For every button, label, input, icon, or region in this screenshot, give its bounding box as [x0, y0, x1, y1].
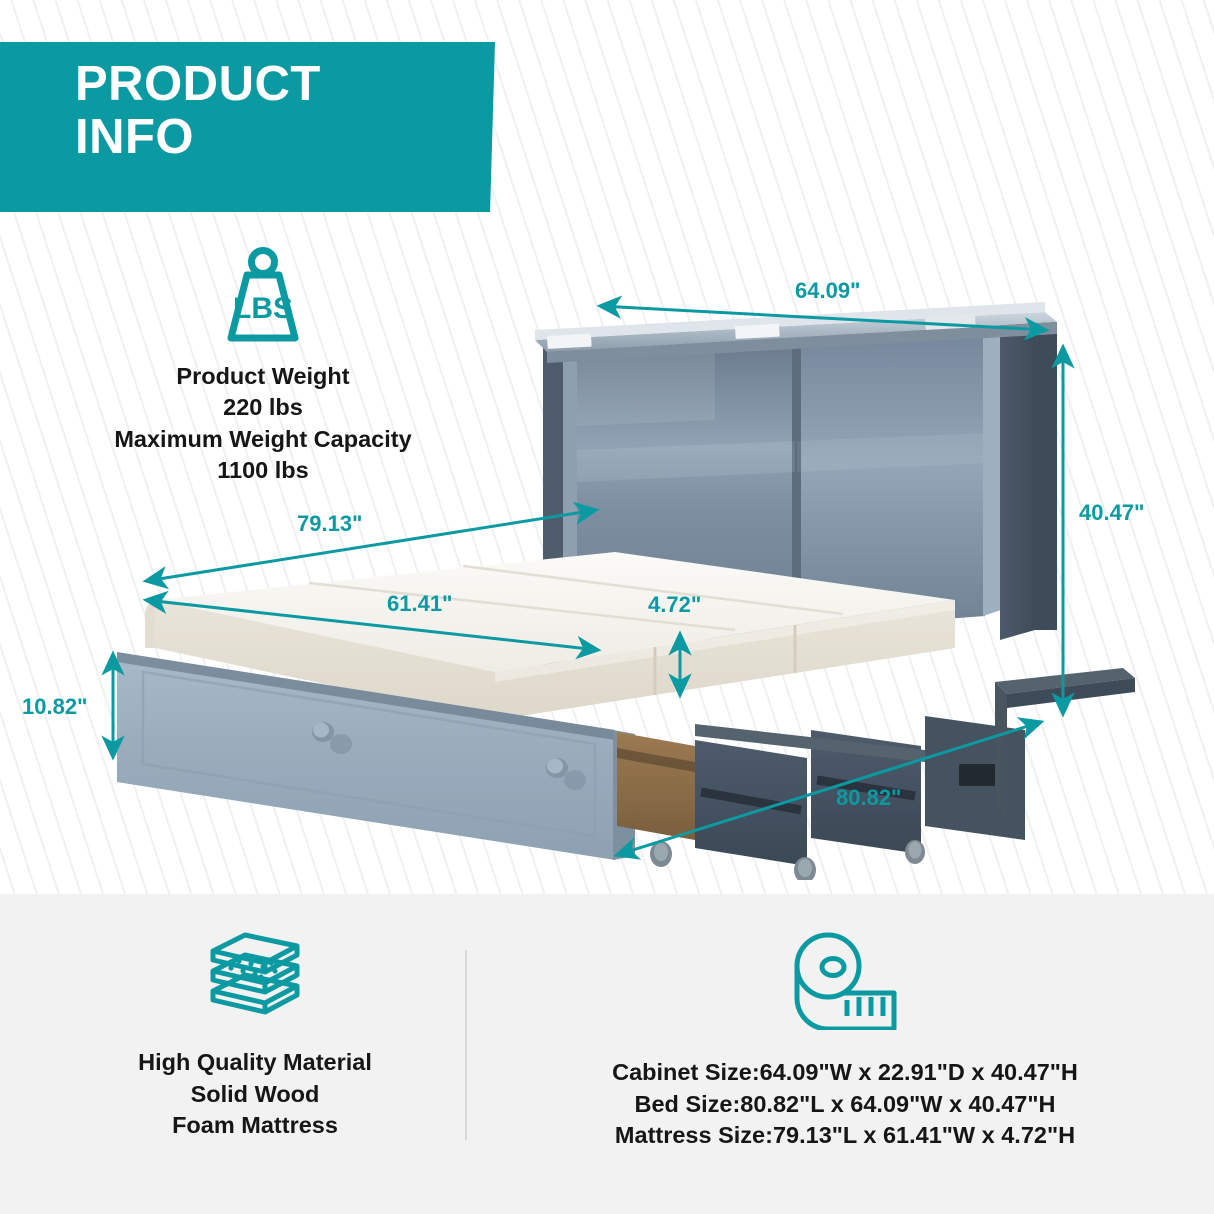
material-line-2: Solid Wood — [190, 1080, 320, 1107]
dimension-label-mattress-width: 61.41" — [387, 591, 453, 616]
page-title: PRODUCT INFO — [75, 57, 405, 165]
weight-line-4: 1100 lbs — [217, 456, 309, 483]
weight-line-3: Maximum Weight Capacity — [114, 425, 412, 452]
feature-divider — [465, 950, 467, 1140]
header-banner: PRODUCT INFO — [0, 0, 520, 230]
material-line-1: High Quality Material — [138, 1049, 372, 1075]
mattress-layers-icon — [45, 930, 465, 1025]
dimension-label-cabinet-height: 40.47" — [1079, 500, 1145, 525]
bottom-background — [0, 894, 1214, 1214]
page-title-line1: PRODUCT — [75, 57, 321, 111]
dimension-label-bed-length: 80.82" — [836, 785, 902, 810]
dimension-label-mattress-height: 4.72" — [648, 592, 702, 617]
weight-lbs-icon: LBS — [78, 246, 448, 351]
size-line-cabinet: Cabinet Size:64.09"W x 22.91"D x 40.47"H — [612, 1059, 1078, 1085]
material-text: High Quality Material Solid Wood Foam Ma… — [45, 1047, 465, 1142]
size-line-bed: Bed Size:80.82"L x 64.09"W x 40.47"H — [634, 1090, 1056, 1117]
sizes-text: Cabinet Size:64.09"W x 22.91"D x 40.47"H… — [500, 1057, 1190, 1152]
size-line-mattress: Mattress Size:79.13"L x 61.41"W x 4.72"H — [614, 1122, 1076, 1149]
weight-text: Product Weight 220 lbs Maximum Weight Ca… — [78, 361, 448, 486]
weight-line-1: Product Weight — [176, 363, 350, 389]
dimension-label-cabinet-width: 64.09" — [795, 278, 861, 303]
tape-measure-icon — [500, 930, 1190, 1035]
page-title-line2: INFO — [75, 110, 195, 165]
material-line-3: Foam Mattress — [172, 1112, 338, 1139]
dimension-label-mattress-length: 79.13" — [297, 511, 363, 536]
feature-sizes: Cabinet Size:64.09"W x 22.91"D x 40.47"H… — [500, 930, 1190, 1152]
weight-line-2: 220 lbs — [223, 394, 303, 421]
svg-text:LBS: LBS — [233, 292, 293, 325]
dimension-annotations: 64.09" 40.47" 79.13" 61.41" 4.72" 10.82"… — [22, 278, 1145, 860]
feature-material: High Quality Material Solid Wood Foam Ma… — [45, 930, 465, 1142]
product-weight-block: LBS Product Weight 220 lbs Maximum Weigh… — [78, 246, 448, 486]
dimension-label-base-height: 10.82" — [22, 694, 88, 719]
